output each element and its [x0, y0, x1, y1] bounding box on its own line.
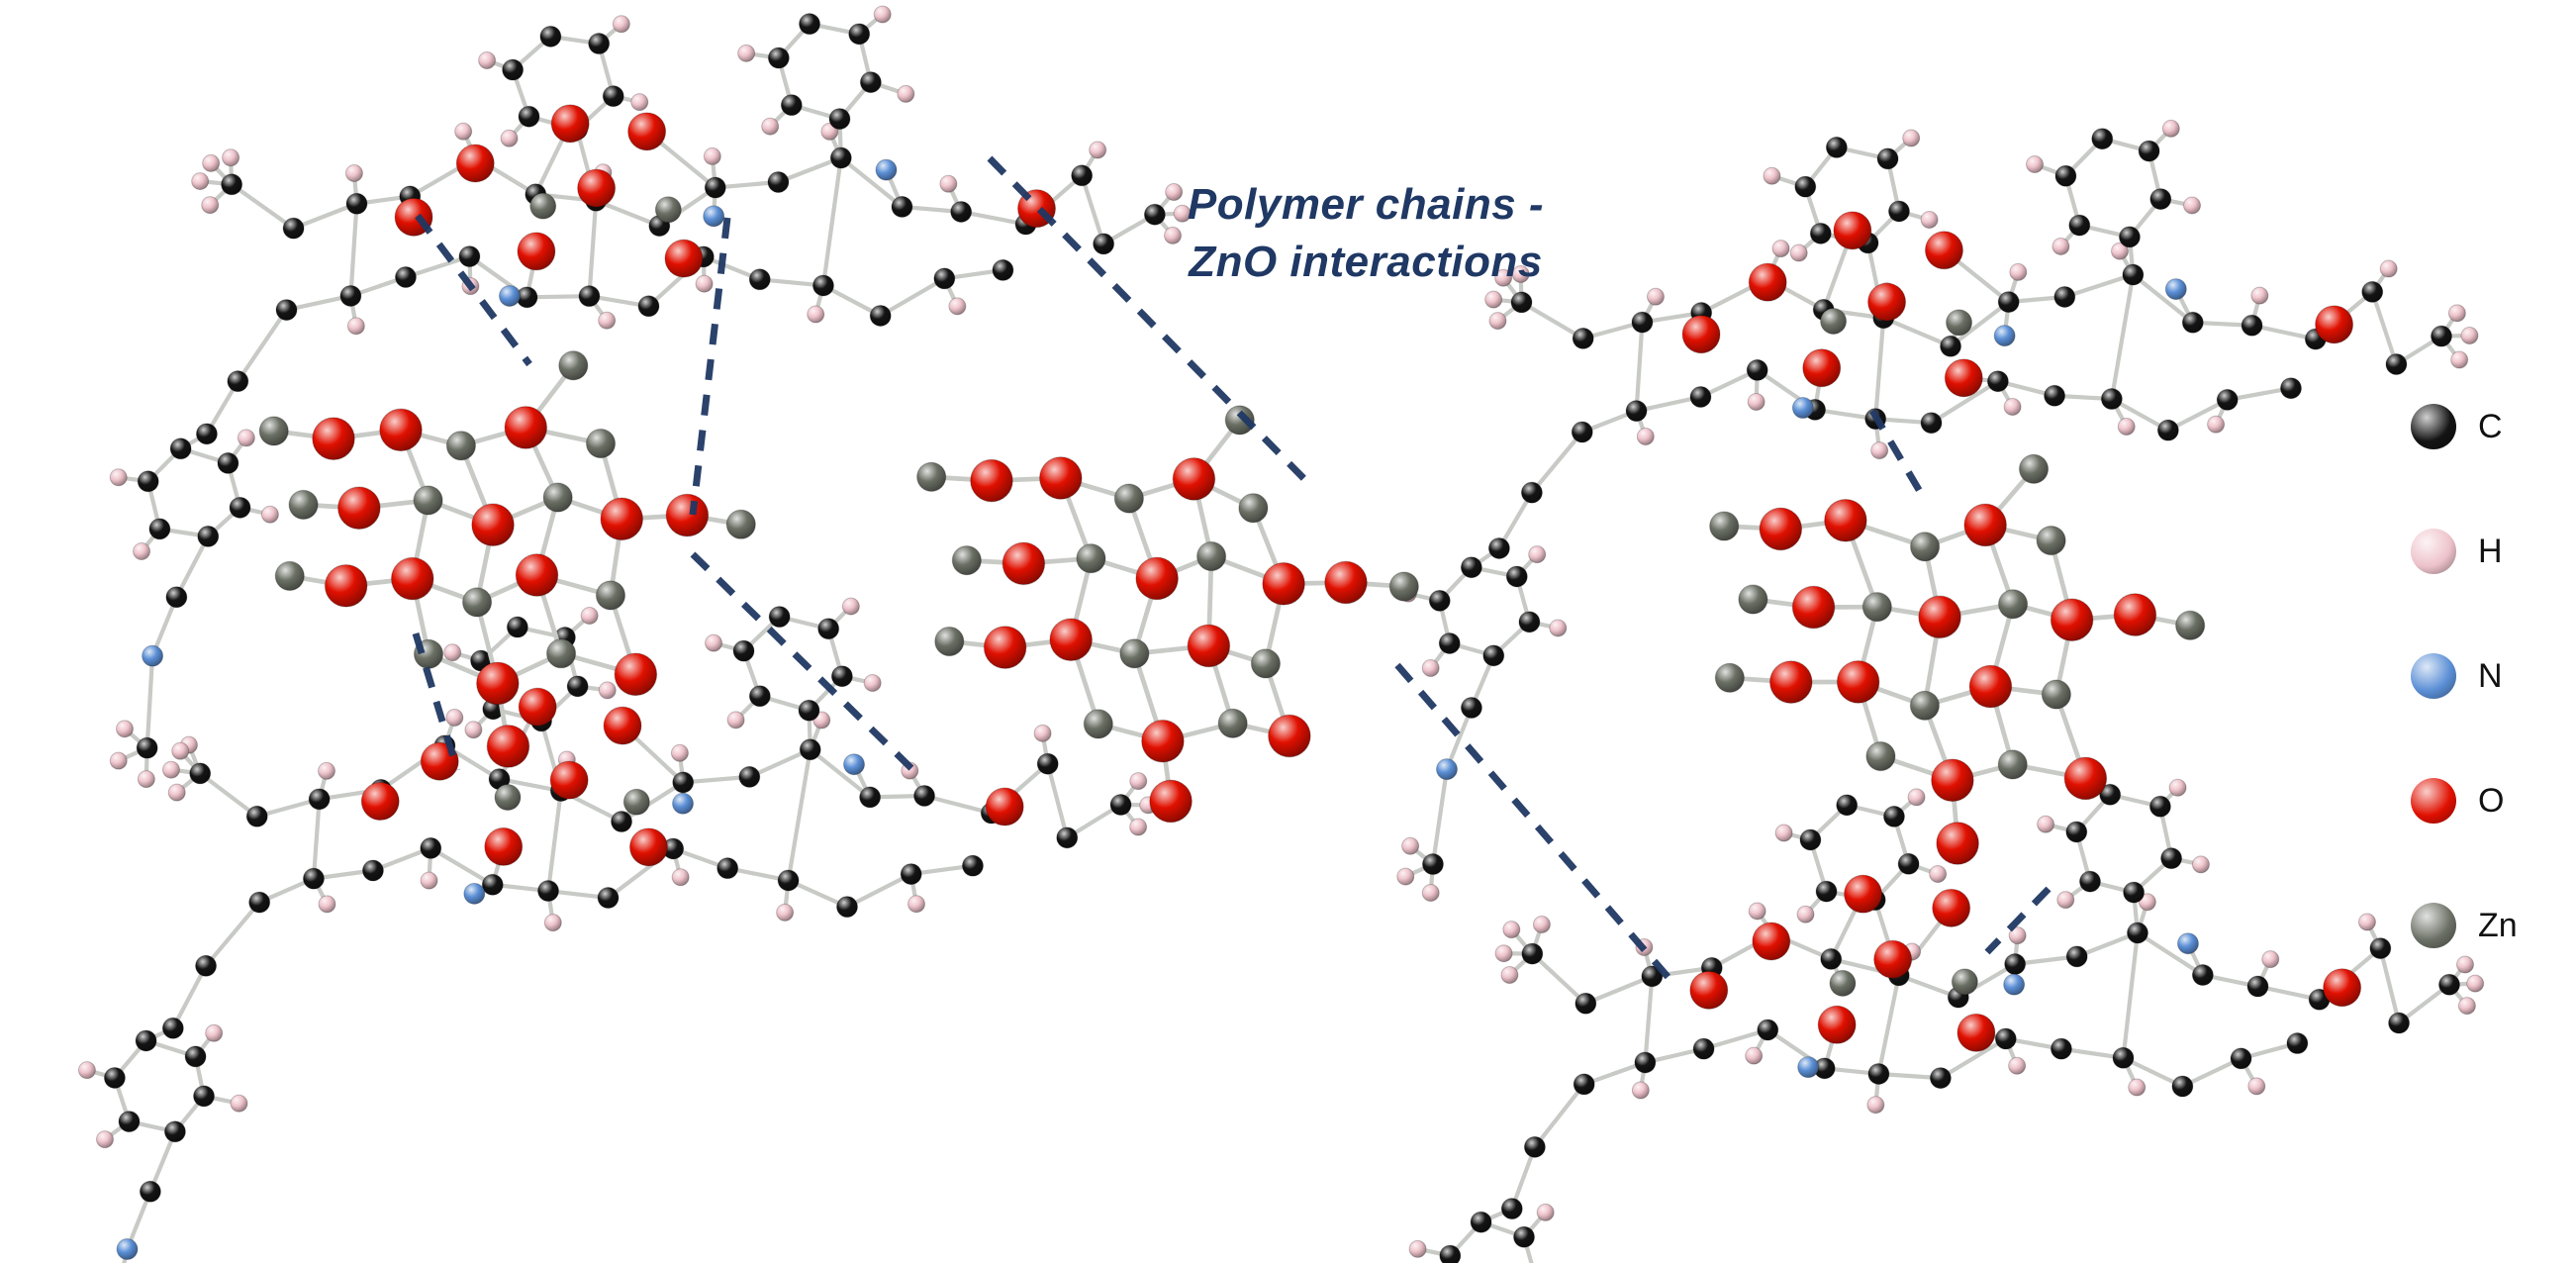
zinc-atom-swatch — [2411, 903, 2456, 948]
legend-label-carbon: C — [2478, 407, 2503, 445]
legend-item-oxygen: O — [2411, 778, 2518, 824]
carbon-atom-swatch — [2411, 404, 2456, 449]
nitrogen-atom-swatch — [2411, 653, 2456, 699]
annotation-line2: ZnO interactions — [1189, 238, 1543, 287]
hydrogen-atom-swatch — [2411, 529, 2456, 574]
legend-label-oxygen: O — [2478, 781, 2505, 820]
legend-item-zinc: Zn — [2411, 903, 2518, 948]
legend-label-hydrogen: H — [2478, 532, 2503, 570]
legend-label-nitrogen: N — [2478, 656, 2503, 695]
legend-item-hydrogen: H — [2411, 529, 2518, 574]
legend-item-nitrogen: N — [2411, 653, 2518, 699]
legend-label-zinc: Zn — [2478, 906, 2518, 944]
atom-color-legend: C H N O Zn — [2411, 404, 2518, 1027]
annotation-polymer-zno-interactions: Polymer chains - ZnO interactions — [1108, 176, 1623, 291]
legend-item-carbon: C — [2411, 404, 2518, 449]
annotation-line1: Polymer chains - — [1187, 180, 1545, 229]
oxygen-atom-swatch — [2411, 778, 2456, 824]
